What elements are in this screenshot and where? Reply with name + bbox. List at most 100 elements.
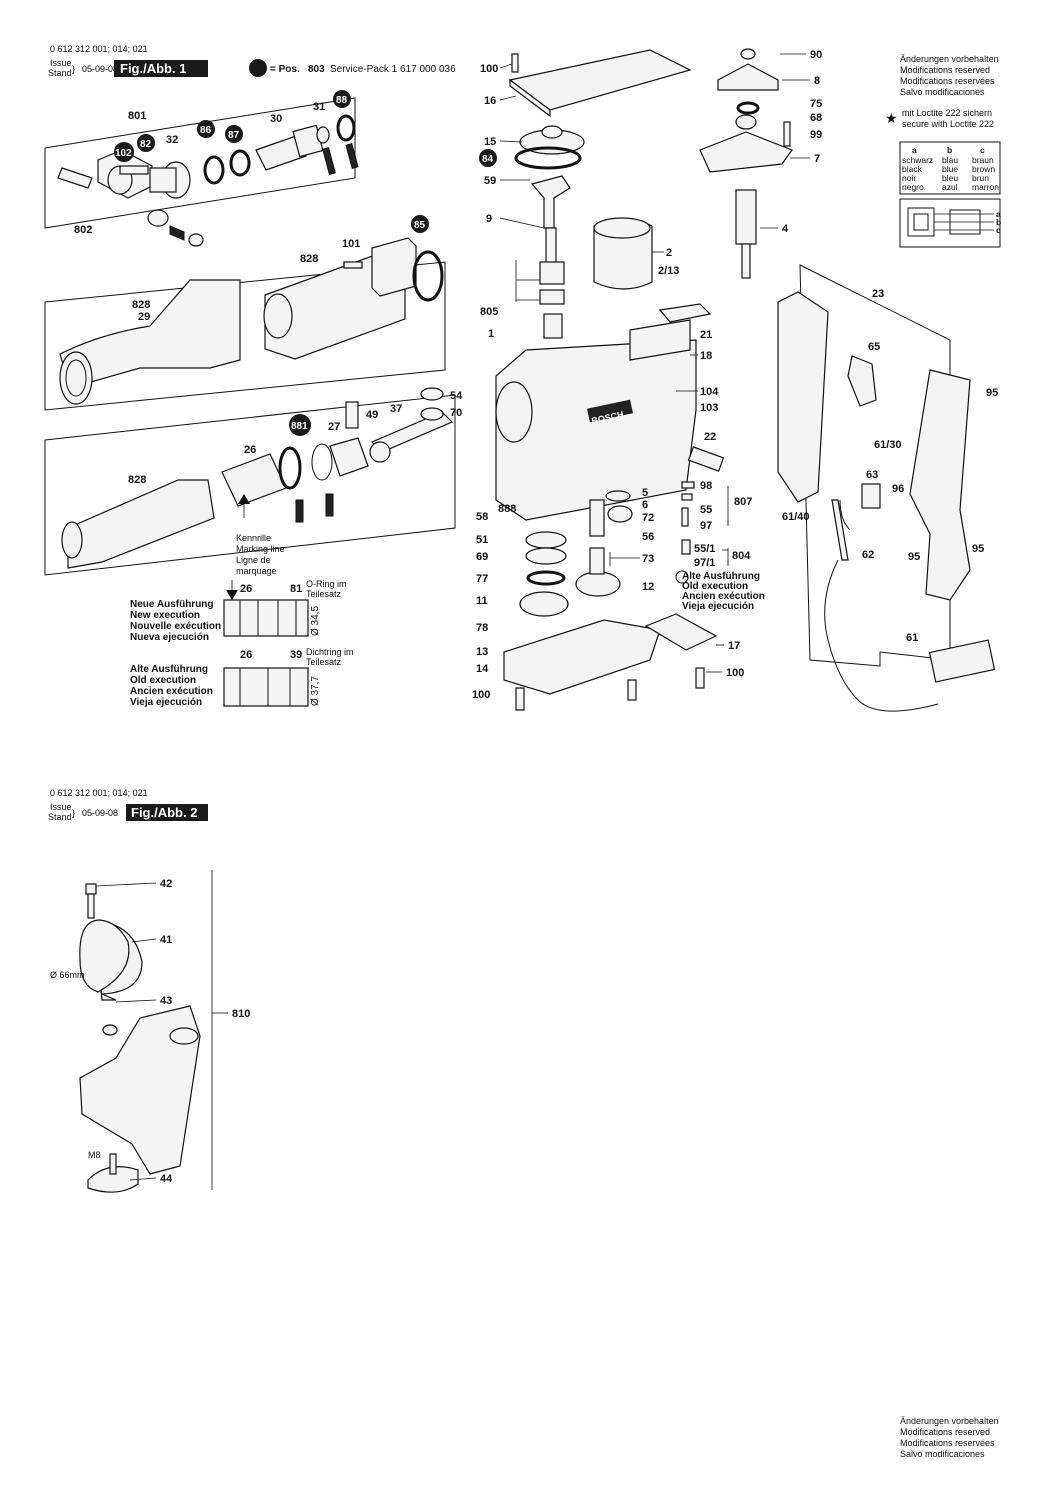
callout-label: 95 [986, 387, 998, 399]
callout-label: 804 [732, 550, 751, 562]
callout-label: 805 [480, 306, 498, 318]
badge-icon [114, 142, 134, 162]
notice-bottom-line: Modifications reserved [900, 1427, 990, 1437]
callout-label: 26 [240, 583, 252, 595]
fig1-label: Fig./Abb. 1 [120, 61, 186, 76]
callout-label: 13 [476, 646, 488, 658]
color-header: b [947, 145, 952, 155]
color-cell: azul [942, 182, 958, 192]
callout-label: 55/1 [694, 543, 715, 555]
callout-label: 37 [390, 403, 402, 415]
badge-icon [479, 149, 497, 167]
oring-note: Teilesatz [306, 589, 342, 599]
fig2-label-box [126, 804, 208, 821]
callout-label: 7 [814, 153, 820, 165]
color-cell: negro [902, 182, 924, 192]
badge-text: 84 [482, 154, 494, 165]
fig2-header: 0 612 312 001; 014; 021 Issue Stand } 05… [48, 788, 208, 822]
leader-lines [95, 53, 810, 1181]
callout-label: 5 [642, 487, 648, 499]
callout-label: 802 [74, 224, 92, 236]
callout-label: 11 [476, 595, 488, 607]
fig2-issue: Issue [50, 802, 72, 812]
marking-line-text: Marking line [236, 544, 285, 554]
old-exec-text: Alte Ausführung [130, 664, 208, 675]
svg-text:}: } [72, 808, 75, 818]
badge-text: 82 [140, 139, 152, 150]
callout-label: 39 [290, 649, 302, 661]
callout-label: 828 [128, 474, 146, 486]
callout-label: 43 [160, 995, 172, 1007]
marking-line-text: Kennrille [236, 533, 271, 543]
callout-label: 1 [488, 328, 494, 340]
panel-striker [44, 387, 456, 576]
callout-label: 68 [810, 112, 822, 124]
callout-label: 27 [328, 421, 340, 433]
callout-label: 65 [868, 341, 880, 353]
notice-top-line: Modifications reservées [900, 76, 995, 86]
fig2-model-numbers: 0 612 312 001; 014; 021 [50, 788, 148, 798]
callout-label: 100 [472, 689, 490, 701]
dim-old: Ø 37,7 [310, 676, 321, 706]
notice-bottom: Änderungen vorbehalten Modifications res… [900, 1416, 999, 1459]
color-header: c [980, 145, 985, 155]
color-cell: brown [972, 164, 995, 174]
badge-text: 881 [291, 421, 308, 432]
callout-label: 42 [160, 878, 172, 890]
service-pack-dot-icon [249, 59, 267, 77]
notice-top: Änderungen vorbehalten Modifications res… [885, 54, 999, 129]
panel-guide-tube [44, 237, 446, 411]
callout-label: 30 [270, 113, 282, 125]
callout-label: 95 [908, 551, 920, 563]
old-exec-text: Vieja ejecución [130, 697, 202, 708]
dim-new: Ø 34,5 [310, 606, 321, 636]
callout-label: 31 [313, 101, 325, 113]
fig2-aux-handle: Ø 66mm M8 [50, 870, 213, 1193]
callout-label: 78 [476, 622, 488, 634]
new-exec-text: Neue Ausführung [130, 599, 214, 610]
callout-label: 104 [700, 386, 719, 398]
color-cell: blau [942, 155, 958, 165]
callout-label: 101 [342, 238, 360, 250]
callout-label: 75 [810, 98, 822, 110]
callout-label: 97/1 [694, 557, 715, 569]
service-pack: Service-Pack 1 617 000 036 [330, 64, 456, 75]
badge-text: 85 [414, 220, 426, 231]
callout-label: 62 [862, 549, 874, 561]
old-exec-text: Ancien exécution [130, 686, 213, 697]
color-cell: braun [972, 155, 994, 165]
callout-label: 9 [486, 213, 492, 225]
switch-letter: c [996, 225, 1001, 235]
callout-label: 97 [700, 520, 712, 532]
badge-icon [137, 134, 155, 152]
callout-label: 61 [906, 632, 918, 644]
switch-schematic [899, 198, 1001, 248]
notice-bottom-line: Änderungen vorbehalten [900, 1416, 999, 1426]
callout-label: 29 [138, 311, 150, 323]
callout-label: 70 [450, 407, 462, 419]
callout-label: 81 [290, 583, 302, 595]
callout-label: 32 [166, 134, 178, 146]
fig1-issue: Issue [50, 58, 72, 68]
color-cell: marron [972, 182, 999, 192]
switch-letter: b [996, 217, 1001, 227]
callout-label: 100 [726, 667, 744, 679]
callout-label: 51 [476, 534, 488, 546]
callout-label: 21 [700, 329, 712, 341]
callout-label: 12 [642, 581, 654, 593]
callout-label: 26 [244, 444, 256, 456]
pos-note-prefix: = Pos. [270, 64, 300, 75]
callout-label: 103 [700, 402, 718, 414]
color-cell: brun [972, 173, 989, 183]
callout-label: 807 [734, 496, 752, 508]
callout-label: 54 [450, 390, 463, 402]
center-assembly: BOSCH [495, 49, 725, 711]
fig2-date: 05-09-08 [82, 808, 118, 818]
old-exec-mid-text: Ancien exécution [682, 591, 765, 602]
callout-label: 61/30 [874, 439, 902, 451]
callout-label: 26 [240, 649, 252, 661]
callout-label: 69 [476, 551, 488, 563]
badge-icon [333, 90, 351, 108]
